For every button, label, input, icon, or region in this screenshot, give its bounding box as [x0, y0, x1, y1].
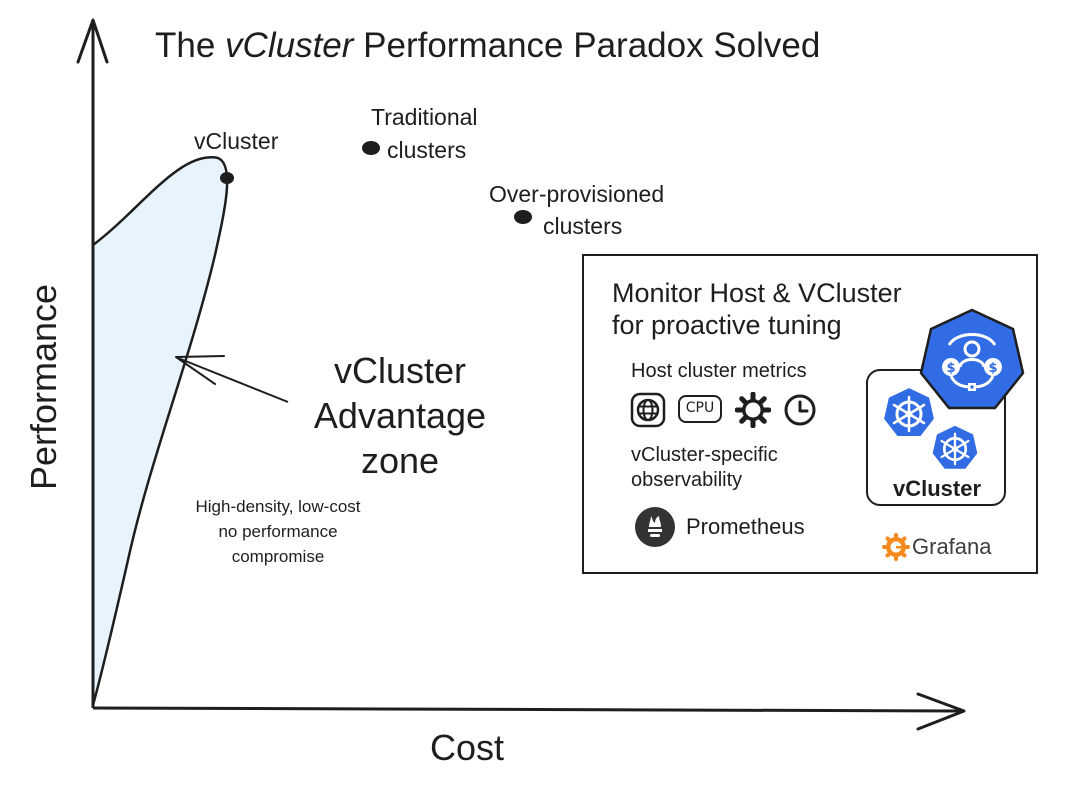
traditional-label-line2: clusters	[387, 137, 467, 163]
kubernetes-icon	[881, 385, 937, 438]
cpu-icon: CPU	[678, 395, 722, 423]
vcluster-observability-heading: vCluster-specific observability	[631, 444, 778, 491]
y-axis-arrowhead	[76, 18, 109, 64]
y-axis-label: Performance	[23, 283, 64, 491]
x-axis-label: Cost	[430, 727, 505, 768]
host-metrics-heading: Host cluster metrics	[631, 360, 807, 382]
grafana-label: Grafana	[912, 534, 992, 559]
grafana-icon	[882, 533, 910, 561]
svg-text:$: $	[988, 361, 997, 376]
vcluster-dot	[220, 172, 234, 184]
traditional-clusters-dot	[362, 141, 380, 155]
svg-text:$: $	[946, 361, 955, 376]
vcluster-badge-label: vCluster	[893, 476, 982, 501]
panel-title: Monitor Host & VCluster for proactive tu…	[612, 278, 902, 340]
overprovisioned-label-line2: clusters	[543, 213, 623, 239]
advantage-zone-shape	[91, 156, 229, 706]
diagram-title: The vCluster Performance Paradox Solved	[155, 26, 821, 65]
x-axis	[92, 706, 963, 713]
prometheus-label: Prometheus	[686, 514, 805, 539]
traditional-label-line1: Traditional	[371, 104, 478, 130]
x-axis-arrowhead	[916, 692, 966, 731]
overprovisioned-clusters-dot	[514, 210, 532, 224]
gear-icon	[735, 392, 771, 428]
prometheus-icon	[635, 507, 675, 547]
zone-pointer-arrow	[177, 357, 289, 403]
overprovisioned-label-line1: Over-provisioned	[489, 181, 665, 207]
globe-icon	[630, 392, 666, 428]
kubernetes-icon	[930, 423, 980, 471]
zone-pointer-arrowhead	[175, 355, 225, 385]
clock-icon	[784, 394, 816, 426]
vcluster-point-label: vCluster	[194, 128, 279, 154]
cost-resource-badge-icon: $ $	[919, 308, 1025, 410]
advantage-zone-description: High-density, low-cost no performance co…	[195, 497, 361, 566]
advantage-zone-label: vCluster Advantage zone	[313, 350, 487, 481]
